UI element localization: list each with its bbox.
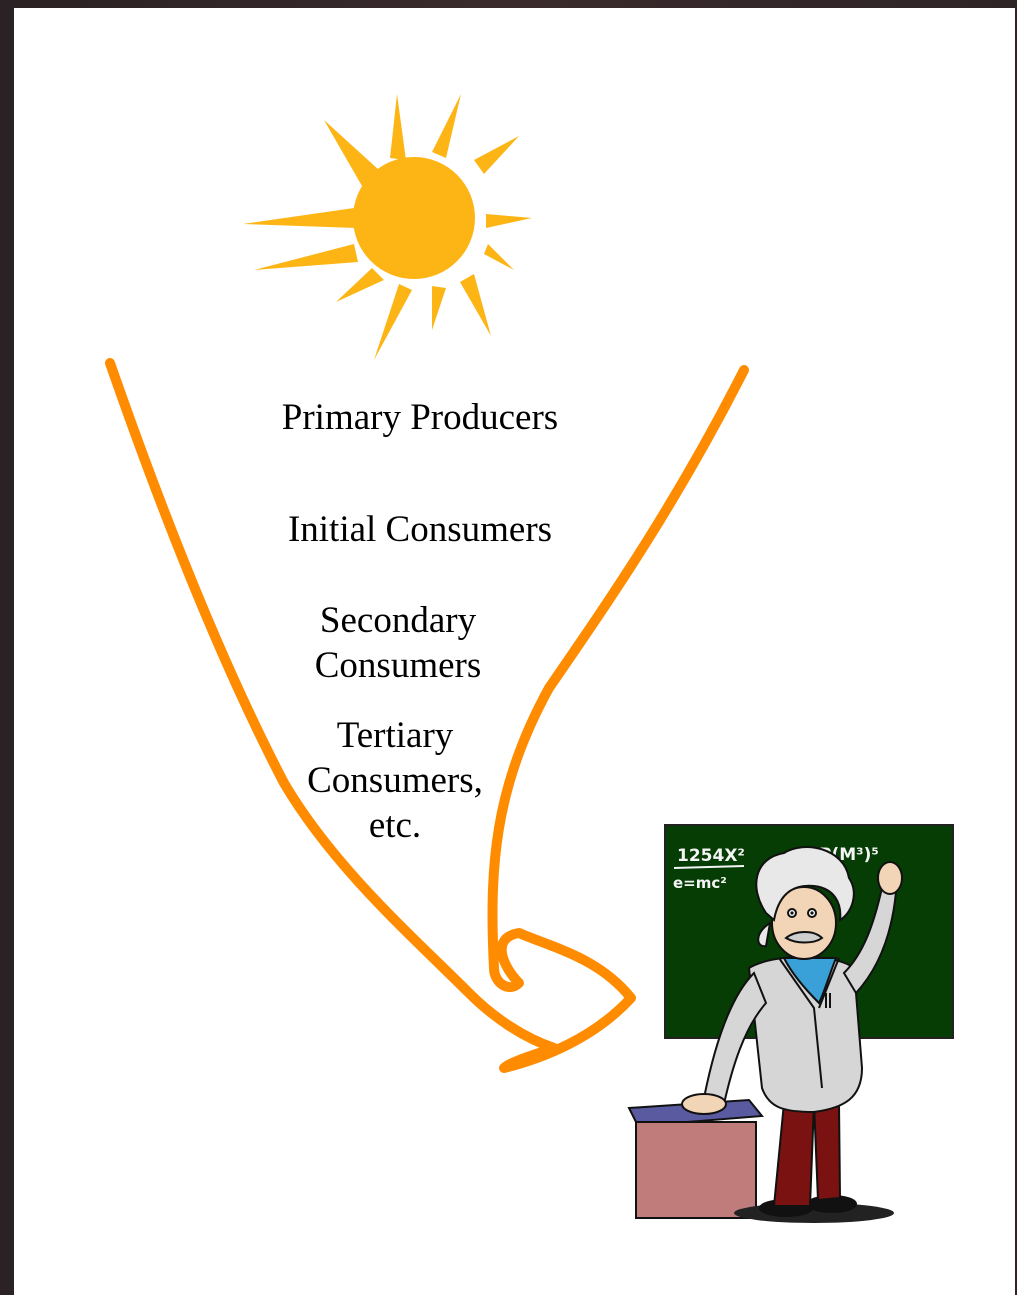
primary-producers-label: Primary Producers — [281, 397, 559, 438]
secondary-consumers-line-1: Secondary — [319, 600, 477, 641]
energy-flow-arrow — [105, 358, 749, 1073]
sun-icon — [243, 94, 532, 360]
scientist-figure — [681, 845, 903, 1223]
slide-canvas: 1254X² e=mc² P(M³)⁵ — [14, 8, 1015, 1295]
tertiary-consumers-line-3: etc. — [368, 805, 422, 846]
tertiary-consumers-line-1: Tertiary — [336, 715, 454, 756]
tertiary-consumers-line-2: Consumers, — [307, 760, 483, 801]
secondary-consumers-line-2: Consumers — [314, 645, 482, 686]
chalkboard-equation-2: e=mc² — [673, 874, 727, 892]
tertiary-consumers-label: Tertiary Consumers, etc. — [260, 713, 530, 848]
chalkboard-equation-1: 1254X² — [677, 846, 745, 866]
initial-consumers-label: Initial Consumers — [287, 509, 553, 550]
secondary-consumers-label: Secondary Consumers — [260, 598, 536, 688]
diagram-artwork: 1254X² e=mc² P(M³)⁵ — [105, 94, 954, 1223]
podium — [627, 1098, 764, 1219]
